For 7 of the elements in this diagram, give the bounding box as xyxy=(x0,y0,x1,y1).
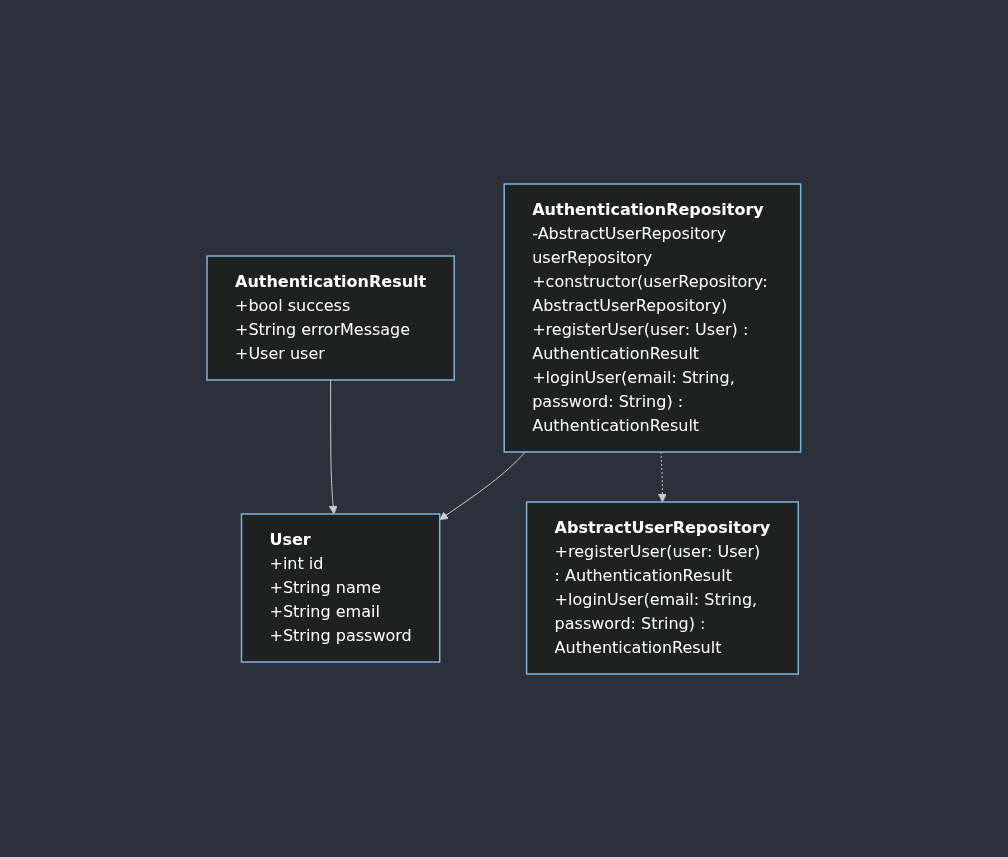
node-box: AuthenticationResult +bool success +String errorMessage +User user xyxy=(206,254,456,381)
node-box: AbstractUserRepository +registerUser(user: User) : AuthenticationResult +loginUser(email: String, password: String) : AuthenticationResult xyxy=(526,500,800,675)
arrow xyxy=(439,451,526,520)
node-box: User +int id +String name +String email +String password xyxy=(240,512,441,663)
arrow xyxy=(329,379,338,514)
arrow xyxy=(658,451,667,502)
node-box: AuthenticationRepository -AbstractUserRepository userRepository +constructor(userRepository: AbstractUserRepository) +registerUser(user: User) : AuthenticationResult +loginUser(email: String, password: String) : AuthenticationResult xyxy=(503,182,802,453)
